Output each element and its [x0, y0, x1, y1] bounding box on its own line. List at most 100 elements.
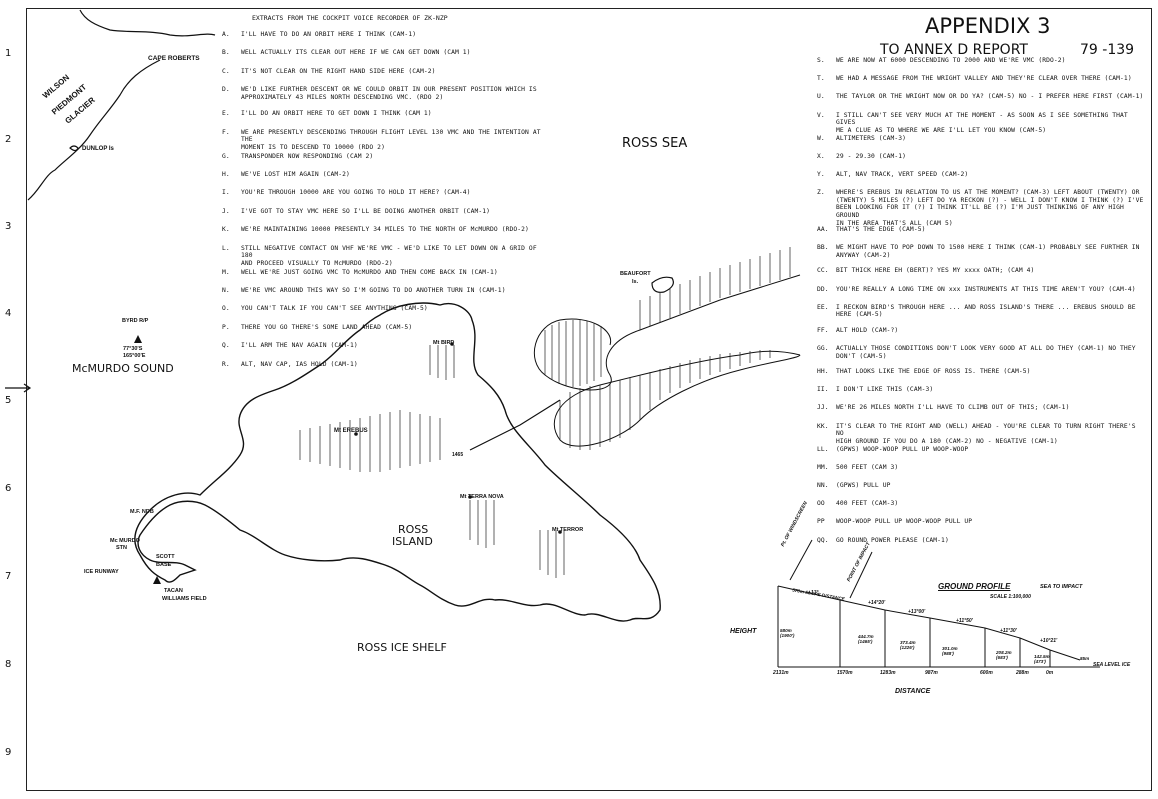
transcript-key: QQ.	[817, 536, 829, 544]
transcript-text: YOU'RE REALLY A LONG TIME ON xxx INSTRUM…	[836, 285, 1136, 293]
transcript-text: WE MIGHT HAVE TO POP DOWN TO 1500 HERE I…	[836, 244, 1140, 259]
flight-track-orbit-1	[533, 274, 801, 391]
label-byrd-lat: 77°30'S	[123, 346, 143, 352]
profile-height-label: HEIGHT	[730, 628, 757, 635]
tacan-marker	[153, 576, 161, 584]
transcript-key: AA.	[817, 226, 829, 234]
transcript-text: THERE YOU GO THERE'S SOME LAND AHEAD (CA…	[241, 323, 413, 331]
mt-terra-nova-marker	[468, 495, 472, 499]
transcript-key: D.	[222, 86, 230, 94]
transcript-text: I DON'T LIKE THIS (CAM-3)	[836, 386, 934, 394]
transcript-text: I'LL DO AN ORBIT HERE TO GET DOWN I THIN…	[241, 110, 432, 118]
profile-slope-angle: +10°21'	[1040, 638, 1058, 644]
transcript-key: PP	[817, 518, 825, 526]
transcript-key: A.	[222, 31, 230, 38]
transcript-text: WE HAD A MESSAGE FROM THE WRIGHT VALLEY …	[836, 75, 1132, 83]
transcript-text: WOOP-WOOP PULL UP WOOP-WOOP PULL UP	[836, 518, 973, 526]
profile-slope-angle: +11°30'	[1000, 628, 1017, 634]
beaufort-island	[651, 276, 674, 293]
transcript-text: IT'S NOT CLEAR ON THE RIGHT HAND SIDE HE…	[241, 67, 436, 75]
transcript-text: THE TAYLOR OR THE WRIGHT NOW OR DO YA? (…	[836, 93, 1144, 101]
transcript-key: L.	[222, 244, 230, 252]
label-mt-erebus: Mt EREBUS	[334, 428, 368, 434]
transcript-text: (GPWS) WOOP-WOOP PULL UP WOOP-WOOP	[836, 445, 969, 453]
label-mcmurdo-sound: McMURDO SOUND	[72, 362, 174, 375]
transcript-key: EE.	[817, 303, 829, 311]
label-dunlop: DUNLOP Is	[82, 146, 114, 152]
label-byrd: BYRD R/P	[122, 318, 149, 324]
transcript-text: GO ROUND POWER PLEASE (CAM-1)	[836, 536, 949, 544]
row-number: 5	[5, 395, 12, 406]
transcript-key: C.	[222, 67, 230, 75]
transcript-key: CC.	[817, 267, 829, 275]
transcript-key: MM.	[817, 463, 829, 471]
profile-slope-angle: +11°50'	[956, 618, 973, 624]
transcript-key: Q.	[222, 342, 230, 350]
profile-slope-angle: +13°	[808, 590, 819, 596]
row-number: 9	[5, 747, 12, 758]
transcript-text: WE'D LIKE FURTHER DESCENT OR WE COULD OR…	[241, 86, 537, 101]
profile-height-value: 444.7m (1465')	[858, 634, 874, 645]
transcript-key: M.	[222, 268, 230, 276]
label-mt-bird: Mt BIRD	[433, 340, 455, 346]
transcript-key: J.	[222, 207, 230, 215]
transcript-text: THAT'S THE EDGE (CAM-5)	[836, 226, 926, 234]
profile-distance-value: 2131m	[773, 670, 789, 676]
transcript-text: ALT, NAV TRACK, VERT SPEED (CAM-2)	[836, 171, 969, 178]
profile-distance-label: DISTANCE	[895, 688, 931, 695]
label-mt-terra-nova: Mt TERRA NOVA	[460, 494, 504, 500]
profile-distance-value: 987m	[925, 670, 938, 676]
transcript-text: I STILL CAN'T SEE VERY MUCH AT THE MOMEN…	[836, 111, 1128, 134]
label-ross-sea: ROSS SEA	[622, 136, 688, 151]
label-mt-terror: Mt TERROR	[552, 527, 584, 533]
dunlop-island	[69, 145, 79, 152]
transcript-text: WE'RE 26 MILES NORTH I'LL HAVE TO CLIMB …	[836, 404, 1070, 412]
transcript-text: I RECKON BIRD'S THROUGH HERE ... AND ROS…	[836, 303, 1136, 319]
label-mcmurdo-stn-2: STN	[116, 545, 127, 551]
row-number: 3	[5, 221, 12, 232]
transcript-key: E.	[222, 110, 230, 118]
transcript-key: H.	[222, 171, 230, 178]
label-cape-roberts: CAPE ROBERTS	[148, 55, 200, 62]
label-mf-ndb: M.F. NDB	[130, 509, 154, 515]
transcript-key: KK.	[817, 422, 829, 430]
transcript-key: W.	[817, 134, 825, 142]
appendix-title: APPENDIX 3	[925, 14, 1051, 38]
profile-distance-value: 1283m	[880, 670, 896, 676]
ground-profile-drawing	[777, 539, 1100, 668]
transcript-text: I'VE GOT TO STAY VMC HERE SO I'LL BE DOI…	[241, 207, 491, 215]
transcript-text: IT'S CLEAR TO THE RIGHT AND (WELL) AHEAD…	[836, 422, 1136, 445]
label-beaufort-is: Is.	[632, 279, 639, 285]
transcript-key: DD.	[817, 285, 829, 293]
transcript-key: FF.	[817, 326, 829, 334]
transcript-key: O.	[222, 305, 230, 313]
transcript-text: WE ARE NOW AT 6000 DESCENDING TO 2000 AN…	[836, 57, 1066, 64]
transcript-key: V.	[817, 111, 825, 119]
transcript-key: JJ.	[817, 404, 829, 412]
row-number: 7	[5, 571, 12, 582]
profile-height-value: 142.5m (473')	[1034, 654, 1050, 665]
transcript-text: YOU CAN'T TALK IF YOU CAN'T SEE ANYTHING…	[241, 305, 428, 313]
transcript-key: K.	[222, 226, 230, 234]
transcript-key: N.	[222, 287, 230, 294]
transcript-key: NN.	[817, 482, 829, 489]
transcript-key: P.	[222, 323, 230, 331]
row-number: 4	[5, 308, 12, 319]
row-number: 6	[5, 483, 12, 494]
transcript-text: TRANSPONDER NOW RESPONDING (CAM 2)	[241, 152, 374, 160]
label-ice-runway: ICE RUNWAY	[84, 569, 119, 575]
transcript-text: ACTUALLY THOSE CONDITIONS DON'T LOOK VER…	[836, 345, 1136, 360]
label-ross-ice-shelf: ROSS ICE SHELF	[357, 641, 447, 654]
transcript-text: WELL ACTUALLY ITS CLEAR OUT HERE IF WE C…	[241, 49, 471, 57]
margin-arrow	[5, 383, 32, 393]
label-byrd-lon: 165°00'E	[123, 353, 146, 359]
label-tacan: TACAN	[164, 588, 183, 594]
profile-distance-value: 0m	[1046, 670, 1054, 676]
sheet-border	[26, 8, 1152, 791]
ross-island-outline	[134, 302, 661, 622]
profile-distance-value: 288m	[1016, 670, 1029, 676]
transcript-text: WELL WE'RE JUST GOING VMC TO McMURDO AND…	[241, 268, 498, 276]
profile-slope	[777, 585, 1081, 661]
transcript-text: WE'VE LOST HIM AGAIN (CAM-2)	[241, 171, 350, 178]
